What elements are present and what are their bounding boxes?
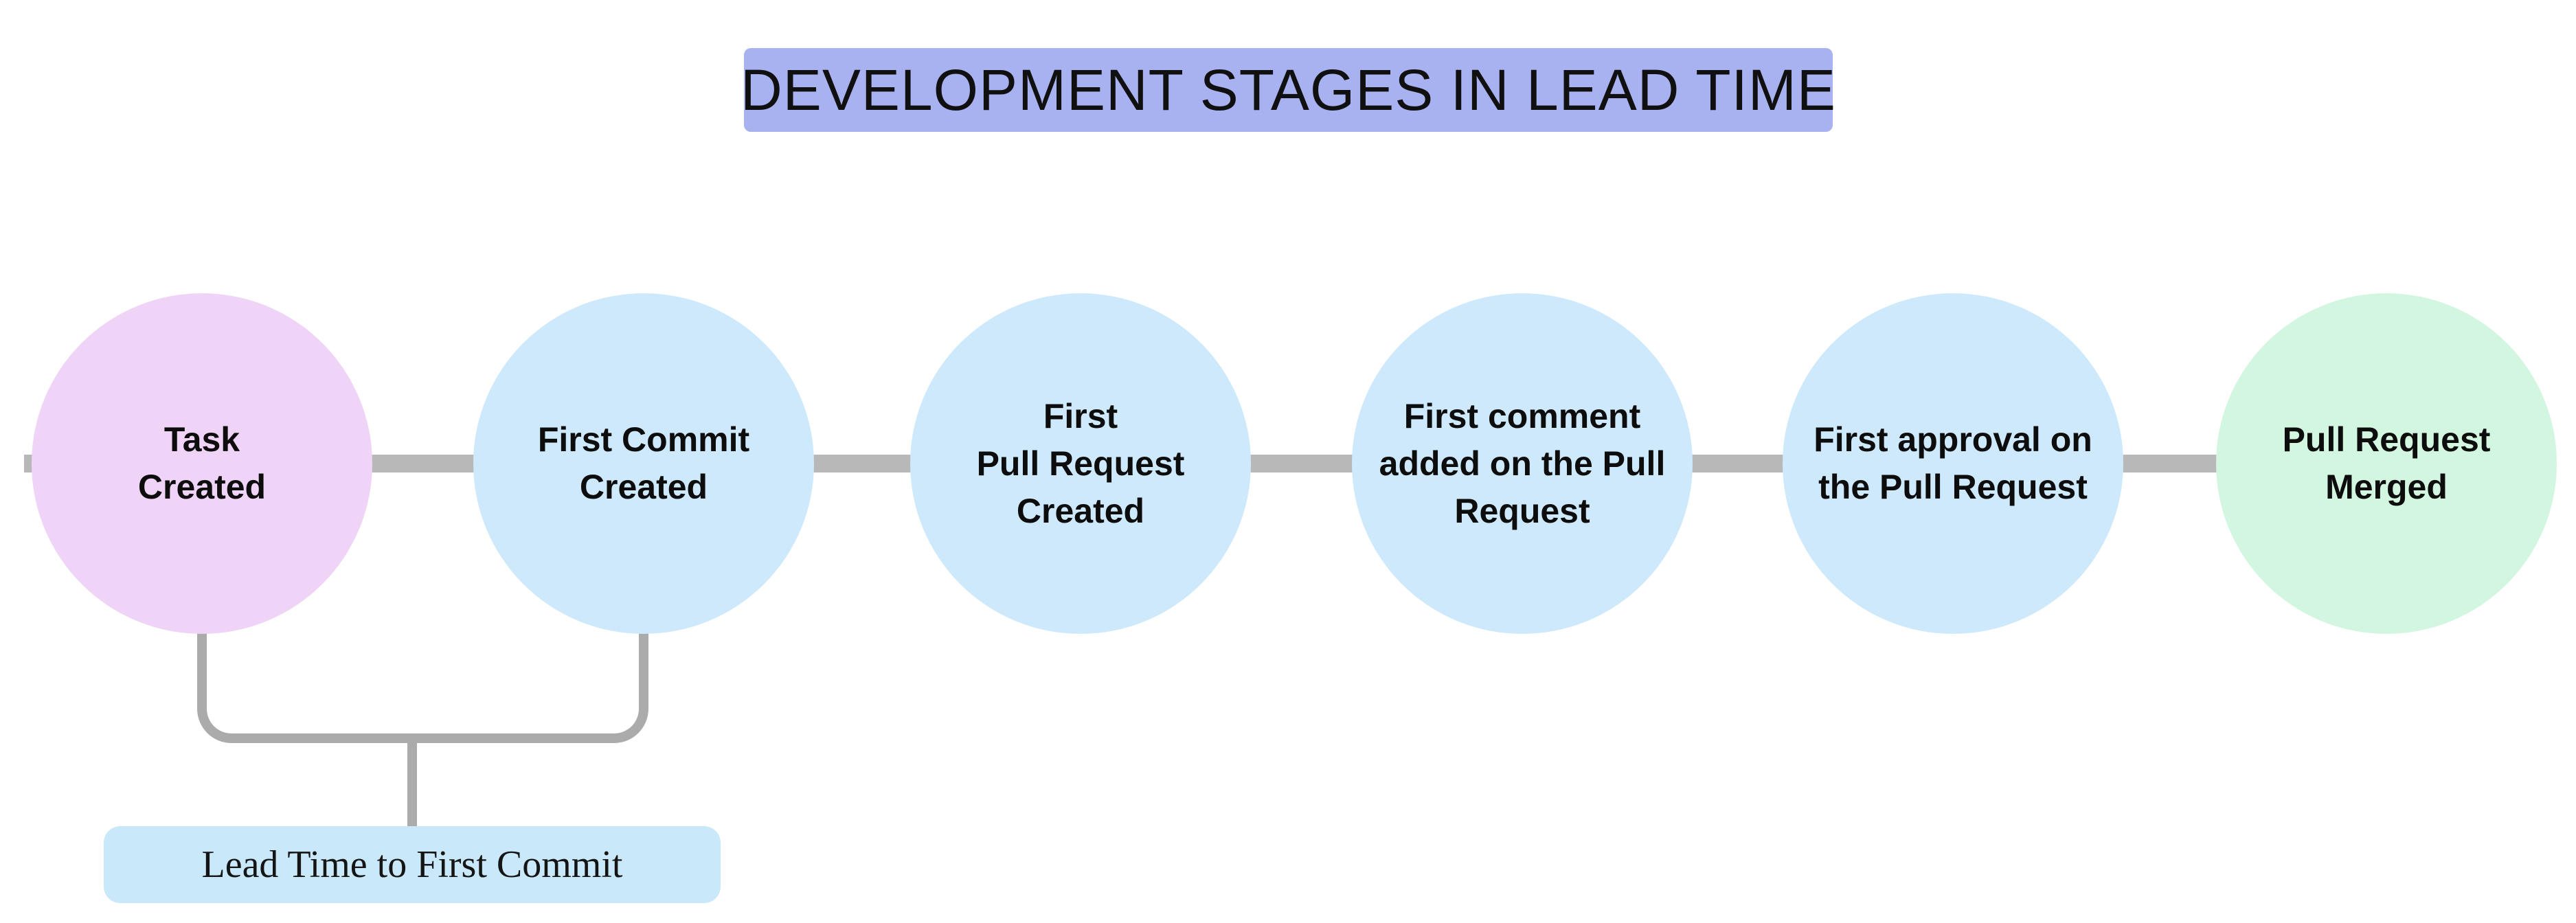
stage-label: Task Created xyxy=(137,420,267,506)
stage-label: First approval on the Pull Request xyxy=(1814,420,2092,506)
stage-circle-first-comment-added: First comment added on the Pull Request xyxy=(1352,293,1693,634)
stage-label: First Pull Request Created xyxy=(976,396,1185,530)
stage-circle-first-approval: First approval on the Pull Request xyxy=(1783,293,2123,634)
diagram-title-banner: DEVELOPMENT STAGES IN LEAD TIME xyxy=(741,48,1836,132)
stage-circle-task-created: Task Created xyxy=(32,293,372,634)
stage-circle-first-pull-request-created: First Pull Request Created xyxy=(910,293,1251,634)
lead-time-bracket-stem xyxy=(407,742,417,828)
stage-circle-pull-request-merged: Pull Request Merged xyxy=(2216,293,2557,634)
lead-time-annotation: Lead Time to First Commit xyxy=(104,826,721,903)
stage-label: First Commit Created xyxy=(537,420,750,506)
stage-label: Pull Request Merged xyxy=(2282,420,2491,506)
lead-time-annotation-text: Lead Time to First Commit xyxy=(201,843,623,886)
lead-time-bracket xyxy=(197,629,648,743)
stage-circle-first-commit-created: First Commit Created xyxy=(473,293,814,634)
diagram-title-text: DEVELOPMENT STAGES IN LEAD TIME xyxy=(741,57,1836,122)
stage-label: First comment added on the Pull Request xyxy=(1379,396,1666,530)
